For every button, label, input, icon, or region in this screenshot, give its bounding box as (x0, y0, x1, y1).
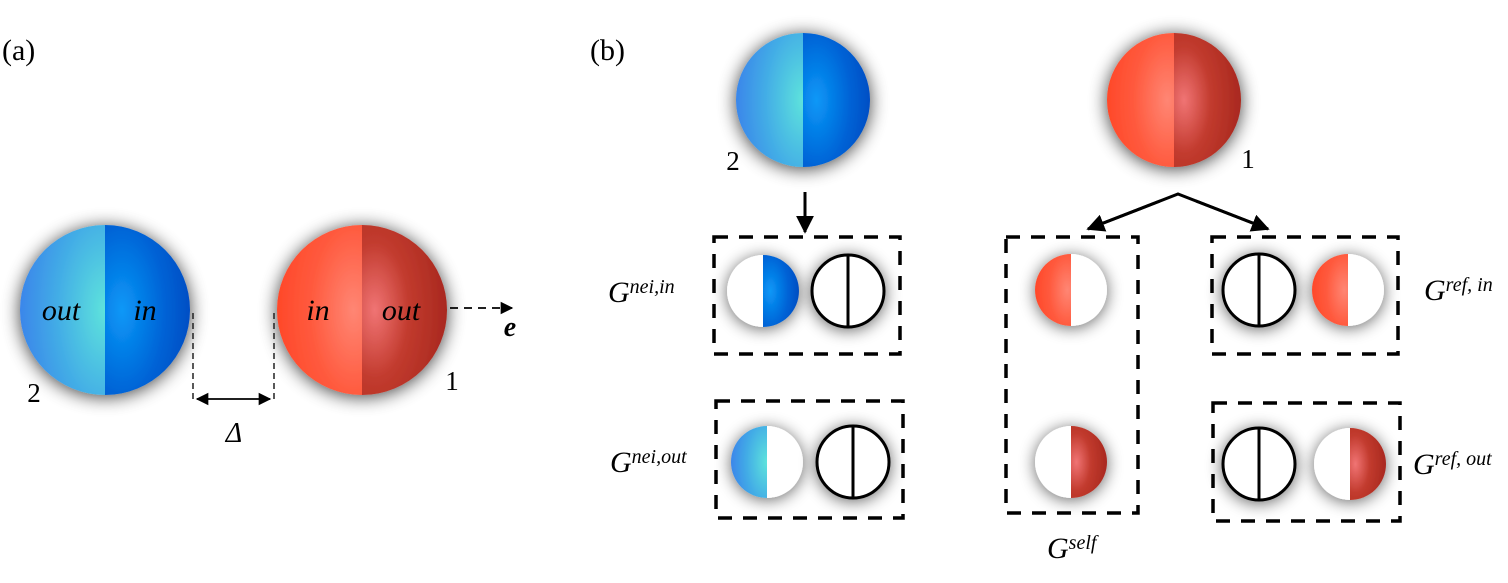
particle-1-in-half (277, 225, 362, 395)
panel-a-label: (a) (2, 34, 35, 67)
label-g-nei-in: Gnei,in (608, 276, 675, 309)
label-g-ref-out: Gref, out (1413, 448, 1492, 481)
nei-out-neighbor-sphere (731, 426, 803, 498)
b-particle-2-number: 2 (726, 146, 740, 176)
group-box-self (1004, 235, 1140, 515)
b-particle-2-out-half (736, 33, 803, 167)
particle-1-in-label: in (306, 294, 329, 327)
particle-2-in-label: in (133, 294, 156, 327)
ref-out-reference-sphere (1314, 428, 1386, 500)
nei-in-outline-sphere (810, 253, 886, 329)
self-out-sphere (1035, 426, 1107, 498)
particle-2-out-half (20, 225, 105, 395)
b-particle-1-in-half (1107, 33, 1174, 167)
panel-b-particle-2 (736, 33, 870, 167)
particle-1-out-label: out (382, 294, 421, 327)
panel-a-particle-1 (277, 225, 447, 395)
direction-vector-label: e (504, 312, 516, 343)
panel-b-particle-1 (1107, 33, 1241, 167)
self-in-sphere (1035, 254, 1107, 326)
particle-1-number: 1 (445, 366, 459, 396)
b-particle-2-in-half (803, 33, 870, 167)
arrow-particle-1-split (1087, 192, 1269, 231)
ref-in-outline-sphere (1221, 252, 1297, 328)
particle-2-out-label: out (42, 294, 81, 327)
b-particle-1-out-half (1174, 33, 1241, 167)
panel-b-label: (b) (590, 34, 625, 67)
arrow-to-ref (1195, 199, 1270, 232)
panel-a-particle-2 (20, 225, 190, 395)
nei-in-neighbor-sphere (727, 255, 799, 327)
label-g-self: Gself (1047, 532, 1099, 565)
particle-1-out-half (362, 225, 447, 395)
label-g-nei-out: Gnei,out (610, 446, 687, 479)
gap-delta-label: Δ (225, 418, 242, 449)
arrow-to-self (1086, 199, 1161, 232)
label-g-ref-in: Gref, in (1424, 274, 1493, 307)
group-box-ref-out (1211, 401, 1402, 523)
nei-out-outline-sphere (815, 424, 891, 500)
ref-in-reference-sphere (1312, 254, 1384, 326)
ref-out-outline-sphere (1221, 426, 1297, 502)
particle-2-number: 2 (27, 378, 41, 408)
b-particle-1-number: 1 (1241, 144, 1255, 174)
particle-2-in-half (105, 225, 190, 395)
